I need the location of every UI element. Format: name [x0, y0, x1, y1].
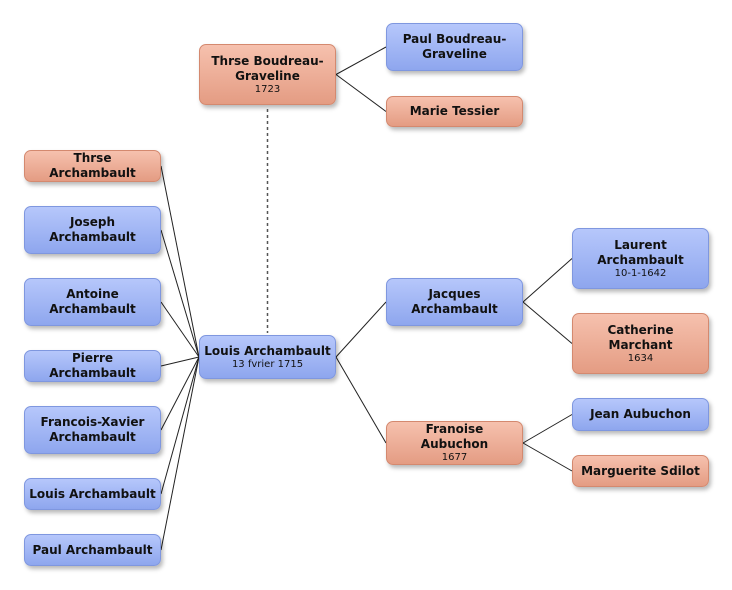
- node-name: Marie Tessier: [409, 104, 500, 118]
- child-link: [160, 356, 200, 367]
- node-name: Catherine Marchant: [607, 322, 674, 352]
- child-link: [160, 356, 200, 495]
- node-father[interactable]: Jacques Archambault: [386, 278, 523, 326]
- child-link: [160, 301, 200, 358]
- node-date: 13 fvrier 1715: [231, 358, 304, 370]
- node-spouse-mother[interactable]: Marie Tessier: [386, 96, 523, 127]
- node-name: Louis Archambault: [29, 486, 156, 501]
- node-date: 1677: [441, 452, 468, 463]
- node-spouse[interactable]: Thrse Boudreau-Graveline 1723: [199, 44, 336, 105]
- node-child[interactable]: Thrse Archambault: [24, 150, 161, 182]
- parent-link: [335, 46, 387, 75]
- child-link: [160, 229, 200, 358]
- node-name: Laurent Archambault: [597, 237, 684, 267]
- child-link: [160, 356, 200, 551]
- node-name: Jacques Archambault: [411, 287, 498, 316]
- parent-link: [522, 414, 573, 444]
- parent-link: [335, 356, 387, 444]
- node-name: Joseph Archambault: [49, 215, 136, 244]
- node-name: Thrse Boudreau-Graveline: [211, 53, 324, 83]
- node-name: Pierre Archambault: [49, 351, 136, 380]
- node-name: Antoine Archambault: [49, 287, 136, 316]
- node-child[interactable]: Paul Archambault: [24, 534, 161, 566]
- parent-link: [522, 258, 573, 303]
- node-mother[interactable]: Franoise Aubuchon 1677: [386, 421, 523, 465]
- node-date: 1634: [627, 352, 654, 364]
- node-maternal-grandmother[interactable]: Marguerite Sdilot: [572, 455, 709, 487]
- parent-link: [522, 442, 573, 472]
- parent-link: [335, 301, 387, 358]
- child-link: [160, 165, 200, 358]
- node-date: 10-1-1642: [614, 267, 667, 279]
- node-date: 1723: [254, 83, 281, 95]
- parent-link: [335, 74, 387, 112]
- node-name: Paul Boudreau-Graveline: [402, 32, 507, 61]
- node-child[interactable]: Louis Archambault: [24, 478, 161, 510]
- child-link: [160, 356, 200, 431]
- node-child[interactable]: Antoine Archambault: [24, 278, 161, 326]
- node-name: Francois-Xavier Archambault: [40, 415, 145, 444]
- node-spouse-father[interactable]: Paul Boudreau-Graveline: [386, 23, 523, 71]
- node-child[interactable]: Francois-Xavier Archambault: [24, 406, 161, 454]
- node-child[interactable]: Pierre Archambault: [24, 350, 161, 382]
- parent-link: [522, 301, 573, 344]
- node-name: Jean Aubuchon: [590, 407, 691, 421]
- node-root[interactable]: Louis Archambault 13 fvrier 1715: [199, 335, 336, 379]
- node-paternal-grandmother[interactable]: Catherine Marchant 1634: [572, 313, 709, 374]
- node-name: Franoise Aubuchon: [420, 422, 489, 451]
- node-name: Louis Archambault: [204, 343, 331, 358]
- node-paternal-grandfather[interactable]: Laurent Archambault 10-1-1642: [572, 228, 709, 289]
- node-name: Thrse Archambault: [49, 151, 136, 180]
- node-maternal-grandfather[interactable]: Jean Aubuchon: [572, 398, 709, 431]
- node-name: Paul Archambault: [32, 542, 153, 557]
- node-child[interactable]: Joseph Archambault: [24, 206, 161, 254]
- node-name: Marguerite Sdilot: [581, 463, 700, 478]
